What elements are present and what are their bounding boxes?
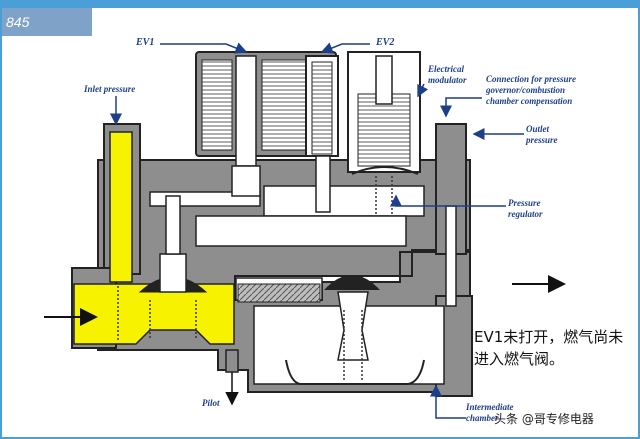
label-pressure-regulator-line1: Pressure <box>508 198 541 208</box>
ev1-valve-disc <box>138 195 208 293</box>
figure-number-bar <box>2 8 92 36</box>
main-shutter <box>324 275 380 380</box>
label-electrical-modulator-line2: modulator <box>428 75 467 85</box>
label-connection-line1: Connection for pressure <box>486 74 577 84</box>
label-pilot: Pilot <box>202 398 220 408</box>
header-strip <box>2 2 638 8</box>
filter-element <box>237 283 321 303</box>
label-inlet-pressure: Inlet pressure <box>84 84 136 94</box>
figure-number: 845 <box>6 14 30 30</box>
inlet-gas-region <box>73 131 235 345</box>
ev1-solenoid <box>195 51 337 197</box>
label-ev2: EV2 <box>376 37 395 48</box>
watermark: 头条 @哥专修电器 <box>494 412 594 426</box>
label-outlet-pressure-line1: Outlet <box>526 124 550 134</box>
label-pressure-regulator-line2: regulator <box>508 209 543 219</box>
label-outlet-pressure-line2: pressure <box>526 135 558 145</box>
status-caption: EV1未打开，燃气尚未进入燃气阀。 <box>474 328 624 368</box>
pilot-nozzle <box>225 349 239 373</box>
label-electrical-modulator-line1: Electrical <box>428 64 464 74</box>
label-connection-line3: chamber compensation <box>486 96 573 106</box>
label-intermediate-line2: chamber <box>466 413 499 423</box>
ev2-solenoid <box>305 55 339 213</box>
electrical-modulator <box>347 51 421 175</box>
label-ev1: EV1 <box>136 37 155 48</box>
intermediate-diaphragm <box>285 359 425 385</box>
label-connection-line2: governor/combustion <box>486 85 566 95</box>
label-intermediate-line1: Intermediate <box>466 402 514 412</box>
main-valve-spring <box>117 286 197 342</box>
label-leaders <box>110 42 524 419</box>
